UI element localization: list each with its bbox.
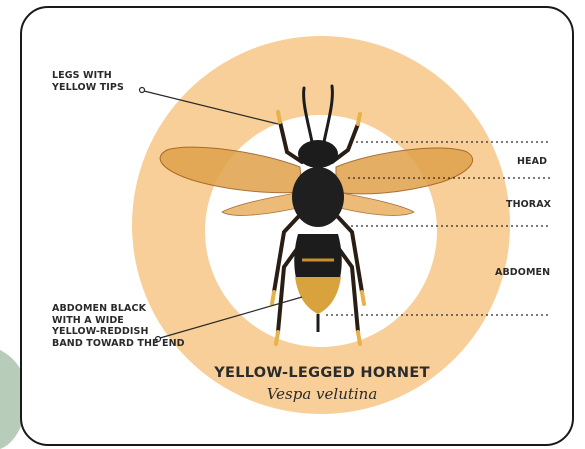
hornet-head <box>298 140 338 168</box>
label-abdomen: ABDOMEN <box>495 267 550 279</box>
diagram-title: YELLOW-LEGGED HORNET <box>212 365 432 381</box>
label-abdomen-note: ABDOMEN BLACK WITH A WIDE YELLOW-REDDISH… <box>52 303 185 349</box>
label-thorax: THORAX <box>506 199 551 211</box>
diagram-subtitle: Vespa velutina <box>212 385 432 403</box>
label-head: HEAD <box>517 156 547 168</box>
infographic-card: LEGS WITH YELLOW TIPS HEAD THORAX ABDOME… <box>20 6 574 446</box>
label-legs: LEGS WITH YELLOW TIPS <box>52 70 124 93</box>
hornet-thorax <box>292 167 344 227</box>
